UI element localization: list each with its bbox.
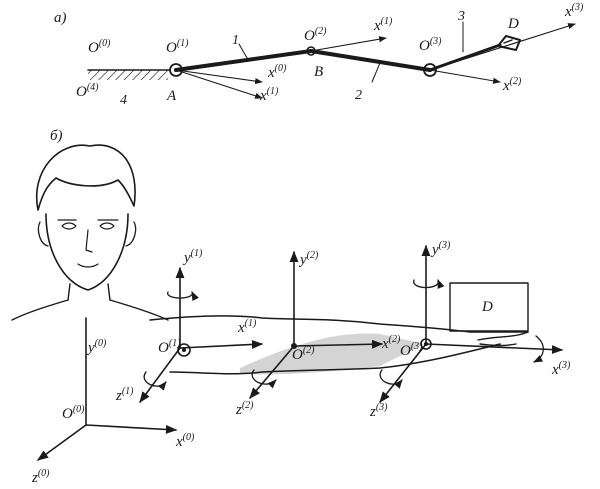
axis-x1-a-low <box>175 69 263 99</box>
axis-x2 <box>293 339 384 349</box>
label-o4-a: O(4) <box>76 82 99 100</box>
axis-z0 <box>37 424 87 461</box>
label-z2: z(2) <box>235 400 254 418</box>
axis-x0 <box>85 424 178 434</box>
label-x2-a: x(2) <box>502 76 522 94</box>
label-x0: x(0) <box>175 432 195 450</box>
label-x2: x(2) <box>381 334 401 352</box>
ground-hatch <box>88 70 168 80</box>
hand-outline <box>477 331 529 347</box>
label-o2-a: O(2) <box>304 26 327 44</box>
joint-o3 <box>423 63 437 77</box>
joint-o1 <box>177 343 191 357</box>
rotation-z3-icon <box>379 369 403 389</box>
axis-x0-a <box>175 69 263 85</box>
arm-lower-outline <box>169 343 501 375</box>
label-point-b: B <box>314 64 323 80</box>
rotation-z2-icon <box>251 369 277 389</box>
label-o3: O(3) <box>400 341 423 359</box>
link-3-number: 3 <box>457 9 465 24</box>
label-x1: x(1) <box>237 318 257 336</box>
human-head-illustration <box>11 144 169 321</box>
label-y2: y(2) <box>298 250 319 268</box>
axis-z1 <box>139 347 181 403</box>
label-point-a: A <box>166 88 177 104</box>
label-z1: z(1) <box>115 386 134 404</box>
axis-z3 <box>379 343 427 403</box>
label-z0: z(0) <box>31 468 50 486</box>
label-o1: O(1) <box>158 338 181 356</box>
label-x3-a: x(3) <box>564 2 584 20</box>
label-o0: O(0) <box>62 404 85 422</box>
gripper-d <box>497 35 521 51</box>
label-y1: y(1) <box>182 248 203 266</box>
link-2-number: 2 <box>355 88 362 103</box>
joint-o3 <box>420 338 432 350</box>
arm-upper-outline <box>149 315 529 333</box>
label-o2: O(2) <box>292 345 315 363</box>
link-4-number: 4 <box>120 93 127 108</box>
label-o1-a: O(1) <box>166 38 189 56</box>
link-2 <box>309 49 432 72</box>
joint-o2 <box>291 343 297 349</box>
part-b-arm-illustration: б) D y(0) x(0) z(0) O(0 <box>11 128 571 486</box>
axis-x1 <box>179 340 264 349</box>
joint-a <box>169 63 183 77</box>
label-x1-a: x(1) <box>373 16 393 34</box>
rotation-x3-icon <box>533 335 544 363</box>
label-point-d-a: D <box>507 16 519 32</box>
rotation-z1-icon <box>143 371 167 391</box>
axis-z2 <box>249 345 295 399</box>
label-y3: y(3) <box>430 240 451 258</box>
link-1-number: 1 <box>232 33 239 48</box>
link-1 <box>174 49 313 72</box>
label-x1-a-low: x(1) <box>259 86 279 104</box>
payload-box <box>449 282 529 332</box>
joint-b <box>306 46 316 56</box>
axis-x1-a <box>310 36 387 52</box>
rotation-y1-icon <box>167 291 199 301</box>
label-z3: z(3) <box>369 402 388 420</box>
axis-x3-a <box>429 23 576 71</box>
rotation-y3-icon <box>413 279 445 289</box>
label-y0: y(0) <box>86 338 107 356</box>
axis-x2-a <box>429 69 501 84</box>
label-o0-a: O(0) <box>88 38 111 56</box>
axis-x3 <box>425 343 564 355</box>
part-a-schematic: а) O(0) O(4) 4 O(1) A <box>54 2 584 108</box>
label-x3: x(3) <box>551 360 571 378</box>
label-x0-a: x(0) <box>267 63 287 81</box>
label-o3-a: O(3) <box>419 36 442 54</box>
part-b-label: б) <box>50 128 63 144</box>
part-a-label: а) <box>54 10 67 26</box>
payload-label: D <box>481 299 493 315</box>
